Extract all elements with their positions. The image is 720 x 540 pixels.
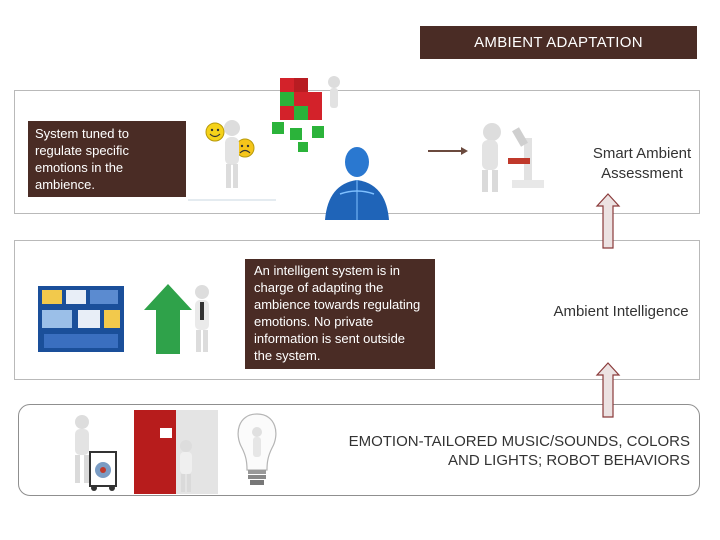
title-text: AMBIENT ADAPTATION bbox=[474, 34, 643, 51]
assessment-description-text: System tuned to regulate specific emotio… bbox=[35, 126, 129, 192]
title-banner: AMBIENT ADAPTATION bbox=[420, 26, 697, 59]
figure-cubes-icon bbox=[262, 70, 348, 154]
arrow-right-icon bbox=[428, 147, 468, 155]
intelligence-description: An intelligent system is in charge of ad… bbox=[245, 259, 435, 369]
figure-microscope-icon bbox=[470, 118, 550, 198]
figure-green-arrow-icon bbox=[140, 280, 218, 358]
figure-lightbulb-icon bbox=[232, 412, 282, 490]
assessment-label: Smart Ambient Assessment bbox=[582, 144, 702, 184]
figure-robot-icon bbox=[60, 412, 122, 492]
actuation-label: EMOTION-TAILORED MUSIC/SOUNDS, COLORS AN… bbox=[330, 432, 690, 470]
figure-painting-icon bbox=[134, 410, 218, 494]
human-body-icon bbox=[320, 144, 394, 220]
media-screens-icon bbox=[38, 286, 124, 352]
intelligence-description-text: An intelligent system is in charge of ad… bbox=[254, 263, 420, 363]
up-arrow-icon bbox=[596, 193, 620, 249]
assessment-description: System tuned to regulate specific emotio… bbox=[28, 121, 186, 197]
up-arrow-icon bbox=[596, 362, 620, 418]
intelligence-label: Ambient Intelligence bbox=[540, 302, 702, 322]
